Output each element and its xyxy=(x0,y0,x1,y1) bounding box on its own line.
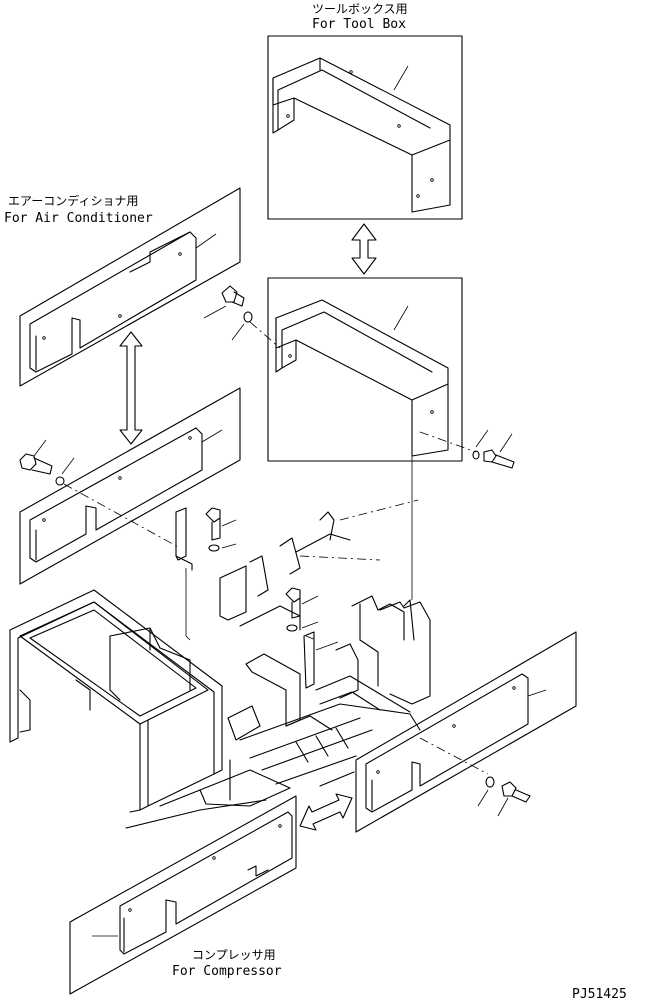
toolbox-cover-frame xyxy=(267,35,463,220)
right-side-panel xyxy=(355,631,577,833)
toolbox-label-jp: ツールボックス用 xyxy=(312,2,408,16)
aircon-label-jp: エアーコンディショナ用 xyxy=(8,193,138,208)
compressor-cover-panel xyxy=(69,795,297,995)
double-arrow-aircon xyxy=(119,331,143,445)
toolbox-alt-frame xyxy=(267,277,477,600)
center-bracket-upper xyxy=(175,507,237,641)
compressor-label-en: For Compressor xyxy=(172,964,282,979)
bolt-washer-left-upper xyxy=(203,285,281,349)
standard-side-panel-left xyxy=(19,387,241,585)
bolt-washer-left-middle xyxy=(19,439,181,549)
aircon-label-en: For Air Conditioner xyxy=(4,211,153,226)
center-chassis xyxy=(125,499,431,829)
compressor-label-jp: コンプレッサ用 xyxy=(192,948,276,962)
bolt-washer-right-lower xyxy=(477,776,531,817)
aircon-cover-panel xyxy=(19,187,241,387)
double-arrow-toolbox xyxy=(351,223,377,275)
toolbox-label-en: For Tool Box xyxy=(312,17,406,32)
bolt-washer-right-upper xyxy=(472,429,515,469)
drawing-code: PJ51425 xyxy=(572,987,627,1002)
center-bracket-lower xyxy=(285,587,339,689)
double-arrow-compressor xyxy=(299,793,353,831)
cab-frame xyxy=(9,589,223,813)
